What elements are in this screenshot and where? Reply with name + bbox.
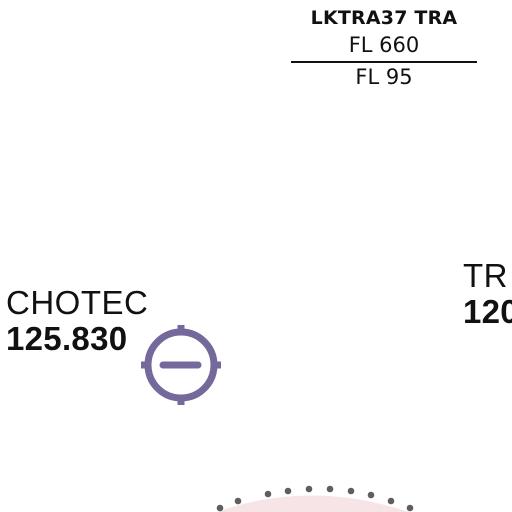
station-name: CHOTEC bbox=[6, 284, 149, 321]
airspace-upper-limit: FL 660 bbox=[348, 33, 420, 57]
station-name: TR bbox=[463, 257, 508, 294]
station-frequency: 125.830 bbox=[6, 320, 128, 357]
compulsory-reporting-point-icon[interactable] bbox=[140, 323, 222, 407]
airspace-name: LKTRA37 TRA bbox=[310, 7, 458, 29]
airspace-limit-divider bbox=[291, 61, 477, 63]
station-label-tr: TR 120 bbox=[463, 258, 512, 330]
airspace-boundary bbox=[216, 485, 414, 512]
airspace-lower-limit: FL 95 bbox=[355, 65, 413, 89]
station-frequency: 120 bbox=[463, 293, 512, 330]
airspace-label: LKTRA37 TRA FL 660 FL 95 bbox=[288, 6, 480, 91]
station-label-chotec: CHOTEC 125.830 bbox=[6, 285, 148, 357]
